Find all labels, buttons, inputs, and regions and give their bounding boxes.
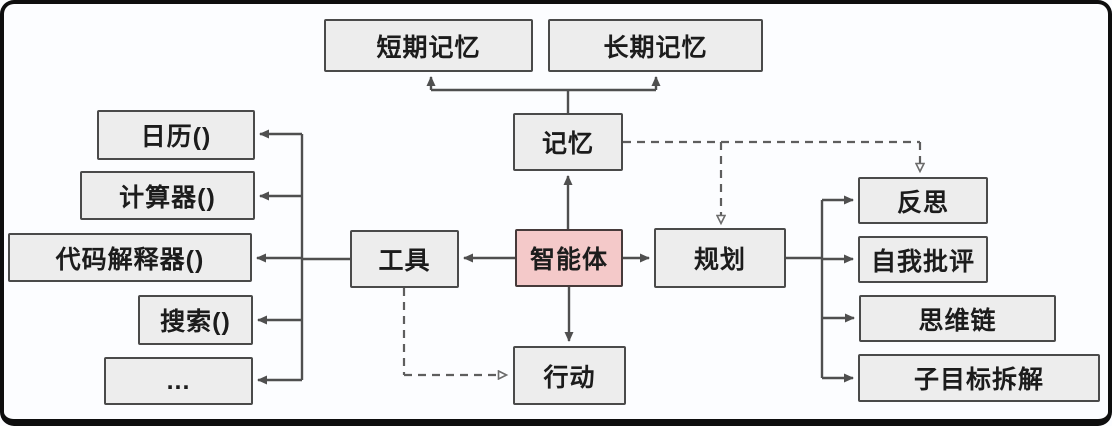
node-action: 行动 bbox=[513, 346, 626, 405]
node-long-term-memory: 长期记忆 bbox=[548, 19, 763, 72]
node-self-critique: 自我批评 bbox=[858, 236, 988, 283]
node-chain-of-thought: 思维链 bbox=[859, 295, 1056, 342]
node-reflection: 反思 bbox=[858, 177, 988, 224]
edge-tools-to-subtools bbox=[256, 129, 350, 385]
node-short-term-memory: 短期记忆 bbox=[324, 19, 533, 72]
edge-tools-to-action-dashed bbox=[402, 288, 506, 375]
node-more-tools: ... bbox=[104, 357, 253, 405]
edge-planning-to-subitems bbox=[786, 195, 855, 383]
node-search: 搜索() bbox=[138, 295, 253, 345]
node-code-interpreter: 代码解释器() bbox=[8, 233, 252, 282]
node-planning: 规划 bbox=[654, 228, 786, 288]
node-subgoal-decomposition: 子目标拆解 bbox=[858, 354, 1100, 402]
node-agent: 智能体 bbox=[515, 229, 623, 287]
node-calculator: 计算器() bbox=[80, 171, 255, 220]
edge-memory-to-planning-dashed bbox=[623, 140, 920, 223]
node-tools: 工具 bbox=[350, 230, 459, 288]
node-calendar: 日历() bbox=[97, 110, 255, 160]
node-memory: 记忆 bbox=[513, 113, 623, 171]
edge-memory-to-short-long-term bbox=[426, 76, 661, 113]
